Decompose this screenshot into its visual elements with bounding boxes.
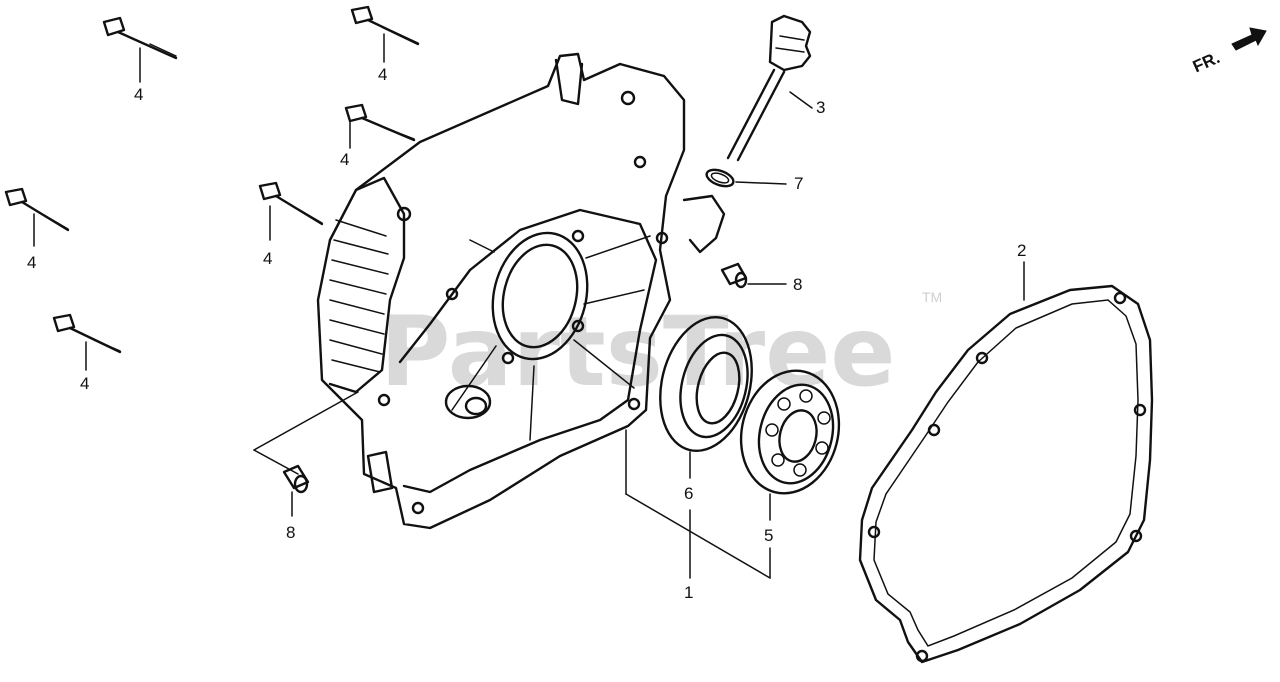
flange-bolt-2: 4	[350, 5, 420, 84]
callout-cover-assembly: 1	[684, 583, 693, 602]
callout-dipstick: 3	[816, 98, 825, 117]
callout-bolt-3: 4	[340, 150, 349, 169]
crankcase-cover	[316, 52, 726, 530]
watermark-trademark: TM	[922, 289, 942, 305]
flange-bolt-3: 4	[340, 103, 416, 169]
front-direction-marker: FR.	[1190, 27, 1267, 76]
callout-bolt-1: 4	[134, 85, 143, 104]
flange-bolt-4: 4	[258, 181, 324, 268]
ball-bearing: 5	[739, 369, 841, 545]
flange-bolt-5: 4	[4, 187, 70, 272]
oil-seal: 6	[659, 315, 753, 503]
callout-gasket: 2	[1017, 241, 1026, 260]
front-direction-arrow-icon	[1231, 27, 1267, 51]
front-direction-label: FR.	[1190, 48, 1223, 76]
oil-filler-dipstick: 3	[726, 14, 825, 162]
assembly-callout: 1	[625, 429, 771, 602]
callout-bolt-5: 4	[27, 253, 36, 272]
callout-dowel-left: 8	[286, 523, 295, 542]
callout-bolt-4: 4	[263, 249, 272, 268]
flange-bolt-6: 4	[52, 313, 122, 393]
cover-gasket: 2	[858, 241, 1154, 664]
callout-oil-seal: 6	[684, 484, 693, 503]
callout-o-ring: 7	[794, 174, 803, 193]
callout-bearing: 5	[764, 526, 773, 545]
dowel-pin-right: 8	[720, 262, 802, 294]
dowel-pin-left: 8	[253, 391, 359, 542]
callout-bolt-6: 4	[80, 374, 89, 393]
callout-dowel-right: 8	[793, 275, 802, 294]
dipstick-o-ring: 7	[705, 168, 803, 193]
callout-bolt-2: 4	[378, 65, 387, 84]
flange-bolt-1: 4	[102, 16, 178, 104]
